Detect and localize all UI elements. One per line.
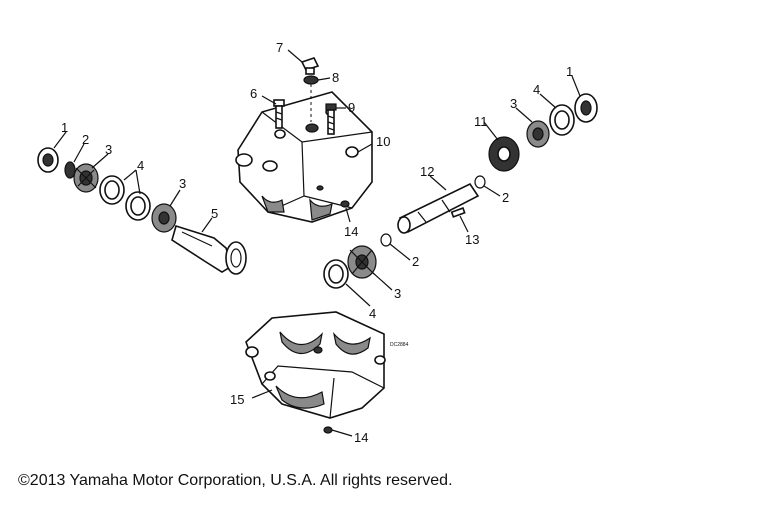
leader-lines xyxy=(53,49,581,437)
callout-3-lower: 3 xyxy=(394,286,401,301)
callout-5: 5 xyxy=(211,206,218,221)
bearing-race-4-lower xyxy=(323,259,349,289)
right-seal-1 xyxy=(574,93,598,123)
callout-10: 10 xyxy=(376,134,390,149)
callout-1-right: 1 xyxy=(566,64,573,79)
left-bearing-3 xyxy=(151,203,177,233)
callout-3-left-b: 3 xyxy=(179,176,186,191)
diagram-code: DC2884 xyxy=(390,342,409,348)
callout-2-left: 2 xyxy=(82,132,89,147)
callout-14-mid: 14 xyxy=(344,224,358,239)
callout-1-left: 1 xyxy=(61,120,68,135)
callout-2-lower: 2 xyxy=(412,254,419,269)
callout-3-right: 3 xyxy=(510,96,517,111)
callout-2-right: 2 xyxy=(502,190,509,205)
right-bearing-race-4 xyxy=(549,104,575,136)
shaft-12 xyxy=(397,182,480,234)
callout-13: 13 xyxy=(465,232,479,247)
callout-4-lower: 4 xyxy=(369,306,376,321)
callout-4-right: 4 xyxy=(533,82,540,97)
right-bearing-3 xyxy=(526,120,550,148)
callout-labels: 1 2 3 4 3 5 6 7 8 9 10 14 1 4 3 11 12 2 … xyxy=(61,40,573,445)
gear-11 xyxy=(488,136,520,172)
lower-gear-case xyxy=(245,311,386,419)
copyright-notice: ©2013 Yamaha Motor Corporation, U.S.A. A… xyxy=(18,472,453,489)
clip-2-right xyxy=(474,175,486,189)
callout-15: 15 xyxy=(230,392,244,407)
bolt-9 xyxy=(325,103,337,135)
callout-6: 6 xyxy=(250,86,257,101)
callout-4-left: 4 xyxy=(137,158,144,173)
plug-14-lower xyxy=(323,426,333,434)
drive-shaft-5 xyxy=(171,224,247,275)
callout-9: 9 xyxy=(348,100,355,115)
plug-14-upper xyxy=(340,200,350,208)
clip-2-lower xyxy=(380,233,392,247)
callout-7: 7 xyxy=(276,40,283,55)
callout-8: 8 xyxy=(332,70,339,85)
left-seal-1 xyxy=(37,147,59,173)
callout-11: 11 xyxy=(474,114,488,129)
callout-12: 12 xyxy=(420,164,434,179)
left-gear-2-3 xyxy=(64,161,99,193)
bolt-7 xyxy=(300,57,320,75)
washer-8 xyxy=(303,75,319,122)
callout-14-bottom: 14 xyxy=(354,430,368,445)
left-bearing-race-4 xyxy=(99,175,151,221)
callout-3-left: 3 xyxy=(105,142,112,157)
gear-3-lower xyxy=(347,245,377,279)
key-13 xyxy=(450,207,466,218)
